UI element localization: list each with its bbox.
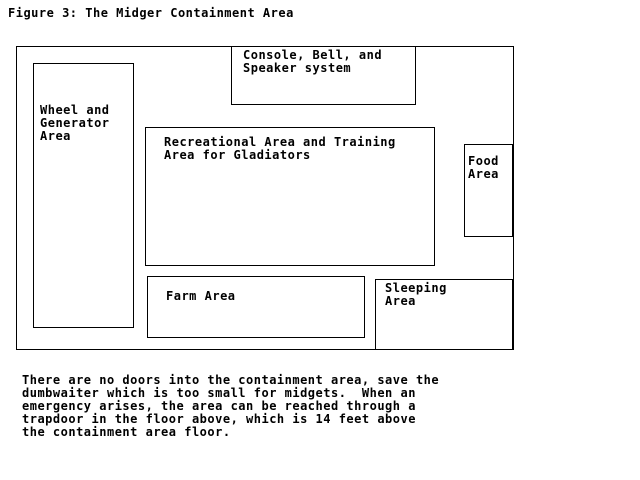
farm-area-label: Farm Area [166,289,236,303]
recreational-training-area: Recreational Area and Training Area for … [145,127,435,266]
figure-title: Figure 3: The Midger Containment Area [8,6,294,20]
wheel-generator-area-label: Wheel and Generator Area [40,103,110,143]
console-bell-speaker-label: Console, Bell, and Speaker system [243,48,383,75]
console-bell-speaker-area: Console, Bell, and Speaker system [231,46,416,105]
food-area: Food Area [464,144,513,237]
figure-caption: There are no doors into the containment … [22,373,440,439]
wheel-generator-area: Wheel and Generator Area [33,63,134,328]
recreational-training-label: Recreational Area and Training Area for … [164,135,396,162]
food-area-label: Food Area [468,154,499,181]
farm-area: Farm Area [147,276,365,338]
sleeping-area: Sleeping Area [375,279,513,350]
sleeping-area-label: Sleeping Area [385,281,447,308]
